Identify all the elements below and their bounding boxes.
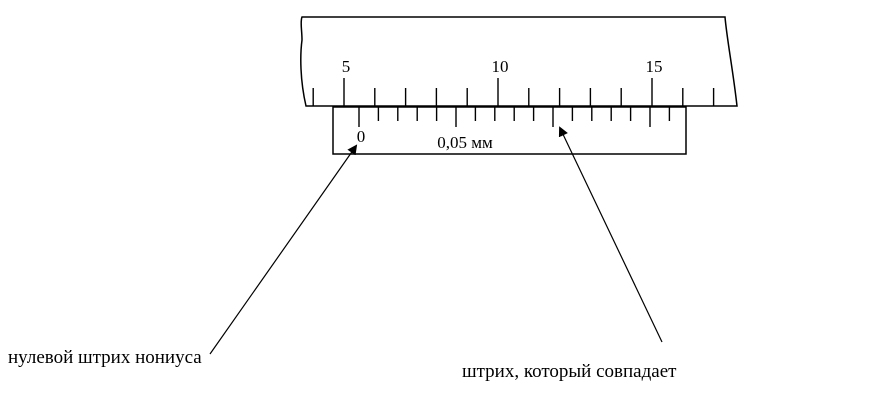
main-scale-ticks [312, 78, 715, 106]
coinciding-mark-caption: штрих, который совпадает [462, 361, 677, 382]
vernier-resolution-label: 0,05 мм [437, 133, 493, 152]
main-scale-label: 10 [492, 57, 509, 76]
coinciding-mark-arrow [558, 126, 663, 343]
zero-mark-caption: нулевой штрих нониуса [8, 347, 202, 368]
main-scale-bar [300, 16, 738, 107]
vernier-scale-bar [332, 106, 687, 155]
main-scale-label: 5 [342, 57, 351, 76]
vernier-zero-label: 0 [357, 127, 366, 146]
zero-mark-arrow [209, 144, 358, 355]
main-scale-label: 15 [646, 57, 663, 76]
vernier-ticks [358, 107, 671, 127]
main-scale-labels: 5 10 15 [342, 57, 663, 76]
